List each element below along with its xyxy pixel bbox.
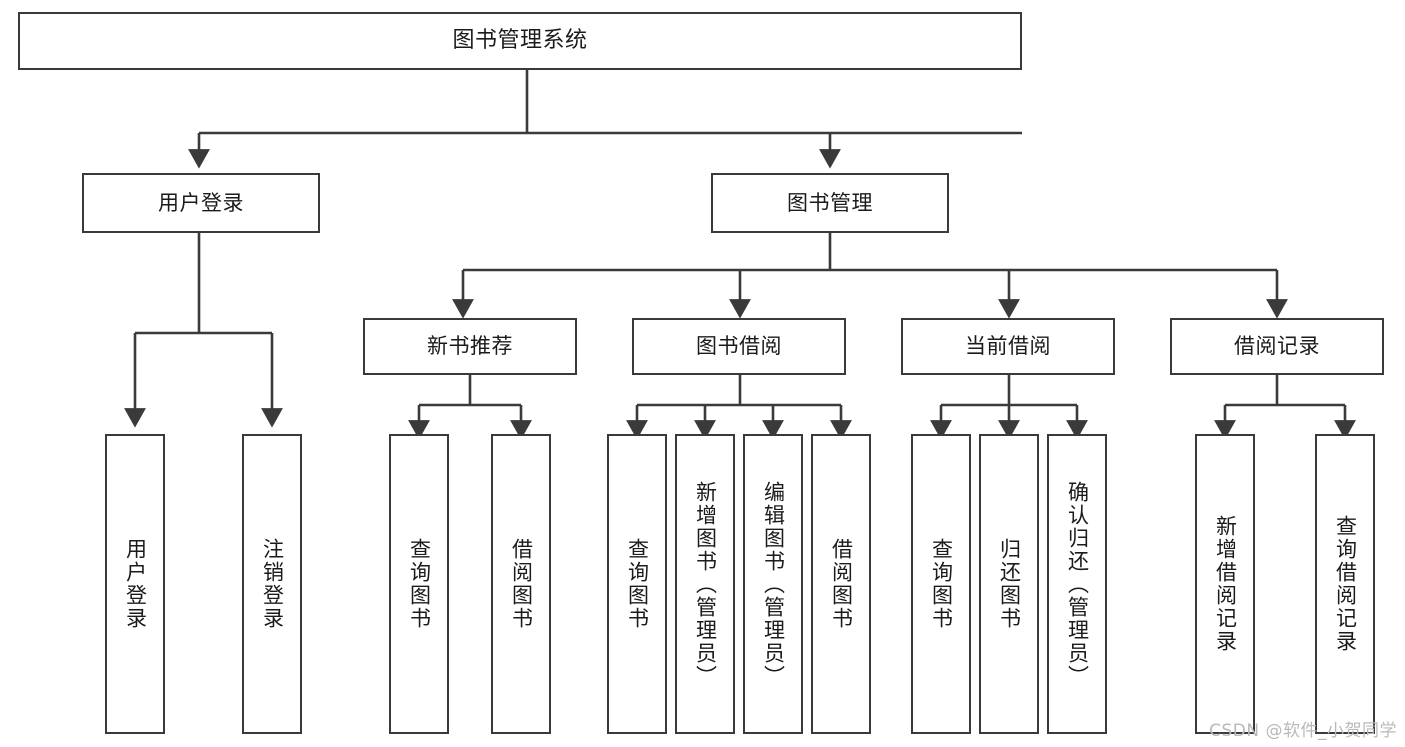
leaf-user-login-label: 用户登录 bbox=[123, 538, 148, 630]
node-borrow-record-label: 借阅记录 bbox=[1234, 334, 1320, 359]
leaf-query-record[interactable]: 查询借阅记录 bbox=[1315, 434, 1375, 734]
leaf-borrow-book-1[interactable]: 借阅图书 bbox=[491, 434, 551, 734]
node-new-book-recommend[interactable]: 新书推荐 bbox=[363, 318, 577, 375]
leaf-borrow-book-2-label: 借阅图书 bbox=[829, 538, 854, 630]
node-user-login[interactable]: 用户登录 bbox=[82, 173, 320, 233]
node-book-borrow-label: 图书借阅 bbox=[696, 334, 782, 359]
leaf-add-book[interactable]: 新增图书（管理员） bbox=[675, 434, 735, 734]
watermark: CSDN @软件_小贺同学 bbox=[1209, 721, 1397, 741]
leaf-borrow-book-1-label: 借阅图书 bbox=[509, 538, 534, 630]
leaf-confirm-return[interactable]: 确认归还（管理员） bbox=[1047, 434, 1107, 734]
leaf-query-book-2[interactable]: 查询图书 bbox=[607, 434, 667, 734]
node-book-borrow[interactable]: 图书借阅 bbox=[632, 318, 846, 375]
node-user-login-label: 用户登录 bbox=[158, 190, 244, 215]
leaf-query-book-2-label: 查询图书 bbox=[625, 538, 650, 630]
leaf-edit-book-label: 编辑图书（管理员） bbox=[761, 480, 786, 688]
node-root-label: 图书管理系统 bbox=[452, 28, 588, 54]
node-root[interactable]: 图书管理系统 bbox=[18, 12, 1022, 70]
leaf-query-book-1[interactable]: 查询图书 bbox=[389, 434, 449, 734]
leaf-borrow-book-2[interactable]: 借阅图书 bbox=[811, 434, 871, 734]
leaf-logout-login-label: 注销登录 bbox=[260, 538, 285, 630]
leaf-query-book-1-label: 查询图书 bbox=[407, 538, 432, 630]
leaf-query-book-3-label: 查询图书 bbox=[929, 538, 954, 630]
node-book-manage[interactable]: 图书管理 bbox=[711, 173, 949, 233]
leaf-return-book[interactable]: 归还图书 bbox=[979, 434, 1039, 734]
leaf-confirm-return-label: 确认归还（管理员） bbox=[1065, 480, 1090, 688]
leaf-query-book-3[interactable]: 查询图书 bbox=[911, 434, 971, 734]
leaf-user-login[interactable]: 用户登录 bbox=[105, 434, 165, 734]
leaf-return-book-label: 归还图书 bbox=[997, 538, 1022, 630]
leaf-add-book-label: 新增图书（管理员） bbox=[693, 480, 718, 688]
node-book-manage-label: 图书管理 bbox=[787, 190, 873, 215]
node-new-book-recommend-label: 新书推荐 bbox=[427, 334, 513, 359]
leaf-add-record[interactable]: 新增借阅记录 bbox=[1195, 434, 1255, 734]
node-current-borrow[interactable]: 当前借阅 bbox=[901, 318, 1115, 375]
leaf-add-record-label: 新增借阅记录 bbox=[1213, 515, 1238, 653]
leaf-logout-login[interactable]: 注销登录 bbox=[242, 434, 302, 734]
leaf-query-record-label: 查询借阅记录 bbox=[1333, 515, 1358, 653]
node-borrow-record[interactable]: 借阅记录 bbox=[1170, 318, 1384, 375]
node-current-borrow-label: 当前借阅 bbox=[965, 334, 1051, 359]
leaf-edit-book[interactable]: 编辑图书（管理员） bbox=[743, 434, 803, 734]
